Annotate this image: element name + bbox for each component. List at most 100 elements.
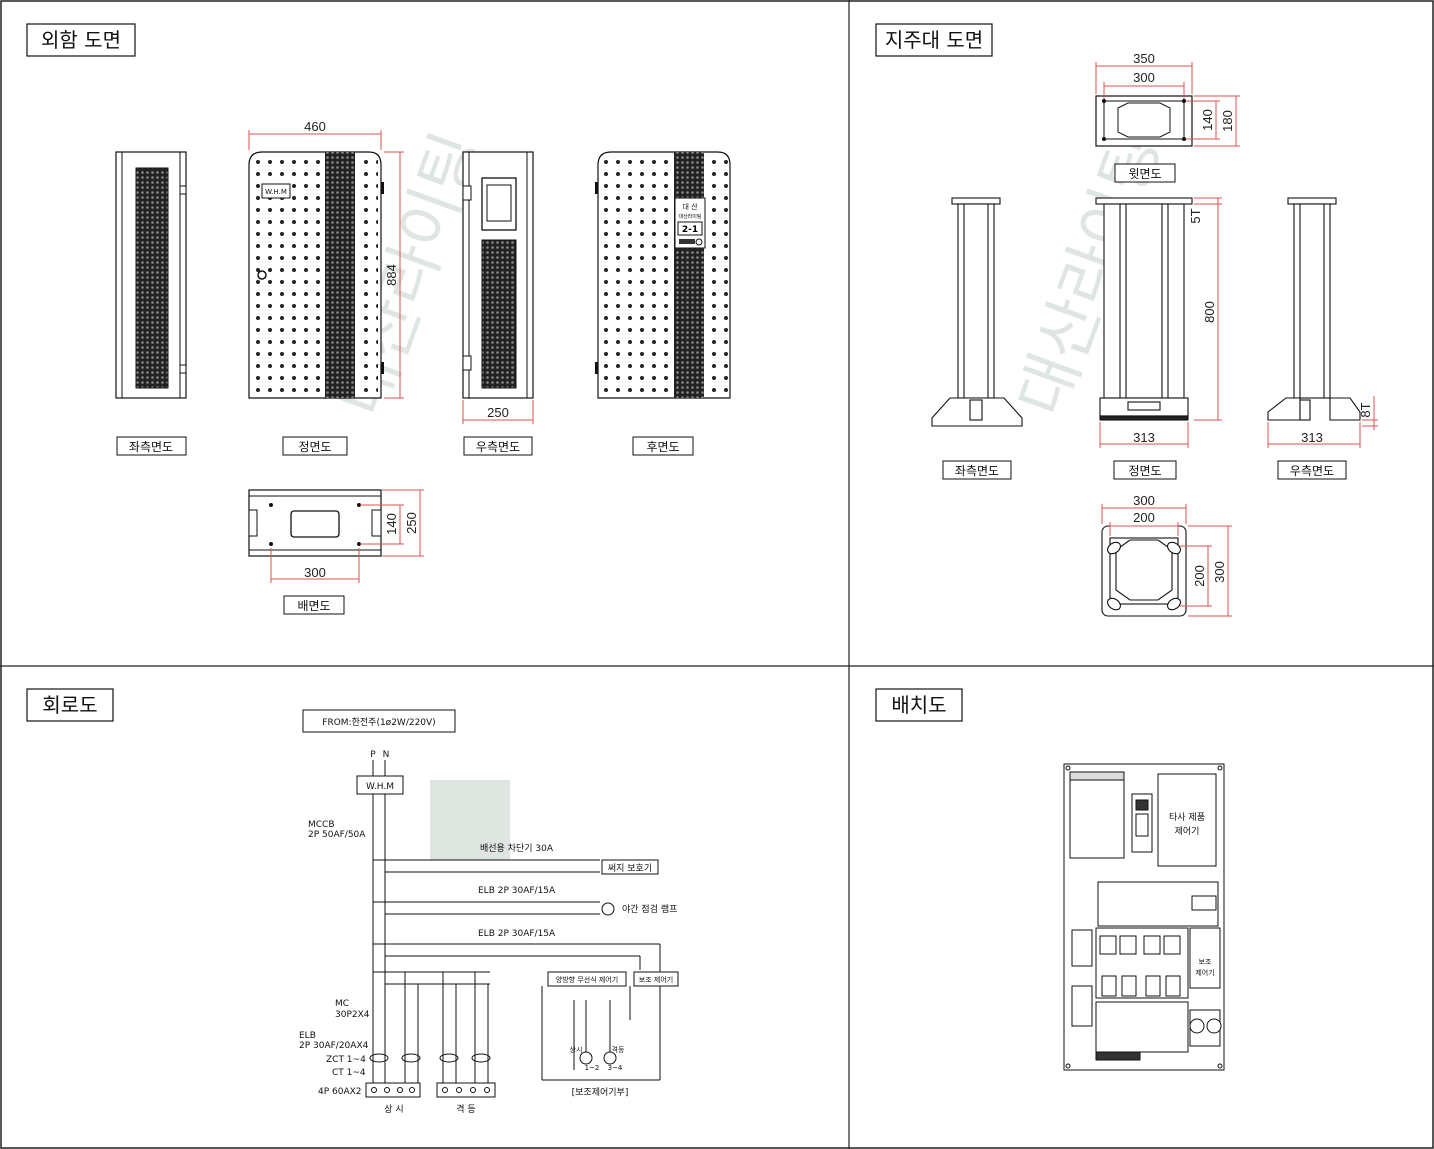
svg-text:대 산: 대 산 (682, 202, 698, 211)
circuit-elb2: ELB 2P 30AF/15A (478, 929, 556, 939)
svg-text:정면도: 정면도 (298, 440, 331, 454)
svg-text:W.H.M: W.H.M (265, 188, 287, 196)
dim-width: 460 (304, 119, 326, 134)
svg-text:회로도: 회로도 (42, 693, 97, 717)
svg-text:배치도: 배치도 (891, 693, 946, 717)
circuit-mc-range-b: 3~4 (608, 1064, 623, 1072)
circuit-aux-part: [보조제어기부] (572, 1087, 629, 1098)
circuit-elb3: ELB (299, 1031, 316, 1041)
dim-back-140: 140 (384, 513, 399, 535)
dimension-front (248, 130, 404, 399)
svg-text:지주대 도면: 지주대 도면 (885, 28, 983, 52)
dim-base-300v: 300 (1212, 561, 1227, 583)
svg-text:2-1: 2-1 (682, 225, 698, 235)
exterior-left-view (115, 151, 187, 399)
dimension-top (1095, 62, 1240, 147)
label-back-view: 배면도 (283, 595, 345, 615)
exterior-rear-view: 대 산 대산라이팅 2-1 (595, 151, 731, 399)
dim-8t: 8T (1358, 402, 1373, 417)
dim-base-200v: 200 (1192, 565, 1207, 587)
label-pole-top: 윗면도 (1114, 163, 1176, 183)
circuit-surge: 써지 보호기 (608, 863, 652, 874)
layout-third-party-2: 제어기 (1175, 826, 1200, 837)
dim-depth: 250 (487, 405, 509, 420)
circuit-tb: 4P 60AX2 (318, 1087, 362, 1097)
dim-top-180: 180 (1220, 110, 1235, 132)
label-pole-right: 우측면도 (1277, 460, 1347, 480)
panel-title-exterior: 외함 도면 (26, 23, 136, 57)
circuit-source: FROM:한전주(1ø2W/220V) (322, 717, 435, 728)
circuit-zct: ZCT 1~4 (326, 1055, 366, 1065)
dimension-right (462, 400, 534, 424)
dimension-pole-front (1099, 197, 1222, 448)
circuit-n: N (383, 750, 390, 760)
svg-text:배면도: 배면도 (297, 599, 330, 613)
layout-aux-2: 제어기 (1195, 968, 1214, 977)
label-rear-view: 후면도 (632, 436, 694, 456)
circuit-mc-range-a: 1~2 (585, 1064, 600, 1072)
pole-front-view (1095, 197, 1193, 421)
svg-text:우측면도: 우측면도 (1290, 464, 1334, 478)
circuit-wireless: 양방향 무선식 제어기 (556, 975, 618, 984)
dim-height: 884 (384, 264, 399, 286)
circuit-branch-breaker: 배선용 차단기 30A (480, 842, 554, 854)
dim-313-front: 313 (1133, 430, 1155, 445)
circuit-mc-always: 상시 (570, 1045, 583, 1054)
circuit-diagram (302, 709, 679, 1098)
dimension-base (1101, 504, 1232, 617)
label-left-view: 좌측면도 (116, 436, 187, 456)
label-front-view: 정면도 (282, 436, 348, 456)
svg-text:윗면도: 윗면도 (1128, 166, 1161, 181)
circuit-elb1: ELB 2P 30AF/15A (478, 886, 556, 896)
dim-top-350: 350 (1133, 51, 1155, 66)
dim-5t: 5T (1188, 208, 1203, 223)
dim-top-140: 140 (1200, 109, 1215, 131)
dim-back-width: 300 (304, 565, 326, 580)
svg-text:정면도: 정면도 (1128, 464, 1161, 478)
layout-diagram (1063, 763, 1225, 1071)
svg-text:대산라이팅: 대산라이팅 (678, 213, 701, 220)
svg-text:후면도: 후면도 (646, 440, 679, 454)
panel-title-circuit: 회로도 (26, 688, 114, 722)
circuit-elb3-spec: 2P 30AF/20AX4 (299, 1041, 369, 1051)
circuit-mccb: MCCB (308, 820, 335, 830)
pole-right-view (1267, 197, 1361, 421)
circuit-mccb-spec: 2P 50AF/50A (308, 830, 366, 840)
circuit-mc-alternate: 격등 (612, 1046, 625, 1054)
dim-base-300: 300 (1133, 493, 1155, 508)
dim-top-300: 300 (1133, 70, 1155, 85)
svg-text:우측면도: 우측면도 (476, 440, 520, 454)
layout-aux-1: 보조 (1199, 958, 1212, 966)
svg-text:외함 도면: 외함 도면 (41, 28, 121, 52)
dim-800: 800 (1202, 301, 1217, 323)
pole-base-plate (1101, 525, 1187, 617)
dim-313-right: 313 (1301, 430, 1323, 445)
exterior-front-view: W.H.M (248, 151, 384, 399)
circuit-mc-spec: 30P2X4 (335, 1010, 370, 1020)
exterior-back-view (248, 489, 382, 557)
pole-left-view (931, 197, 1023, 427)
circuit-aux: 보조 제어기 (639, 975, 673, 984)
label-pole-left: 좌측면도 (942, 460, 1012, 480)
svg-text:좌측면도: 좌측면도 (955, 464, 999, 478)
circuit-mc: MC (335, 999, 349, 1009)
dimension-back (270, 489, 424, 583)
circuit-ct: CT 1~4 (332, 1068, 366, 1078)
panel-title-pole: 지주대 도면 (875, 23, 993, 57)
circuit-whm: W.H.M (366, 782, 394, 792)
pole-top-view (1095, 95, 1193, 147)
circuit-lamp: 야간 점검 램프 (622, 903, 677, 915)
dim-base-200: 200 (1133, 510, 1155, 525)
exterior-right-view (462, 151, 534, 399)
label-pole-front: 정면도 (1113, 460, 1177, 480)
dim-back-250: 250 (404, 512, 419, 534)
circuit-alternate: 격 등 (456, 1103, 475, 1115)
dimension-pole-right (1267, 396, 1378, 448)
circuit-p: P (370, 750, 376, 760)
layout-third-party-1: 타사 제품 (1169, 812, 1205, 823)
svg-text:좌측면도: 좌측면도 (129, 440, 173, 454)
panel-title-layout: 배치도 (875, 688, 963, 722)
label-right-view: 우측면도 (463, 436, 533, 456)
circuit-always: 상 시 (384, 1104, 403, 1115)
